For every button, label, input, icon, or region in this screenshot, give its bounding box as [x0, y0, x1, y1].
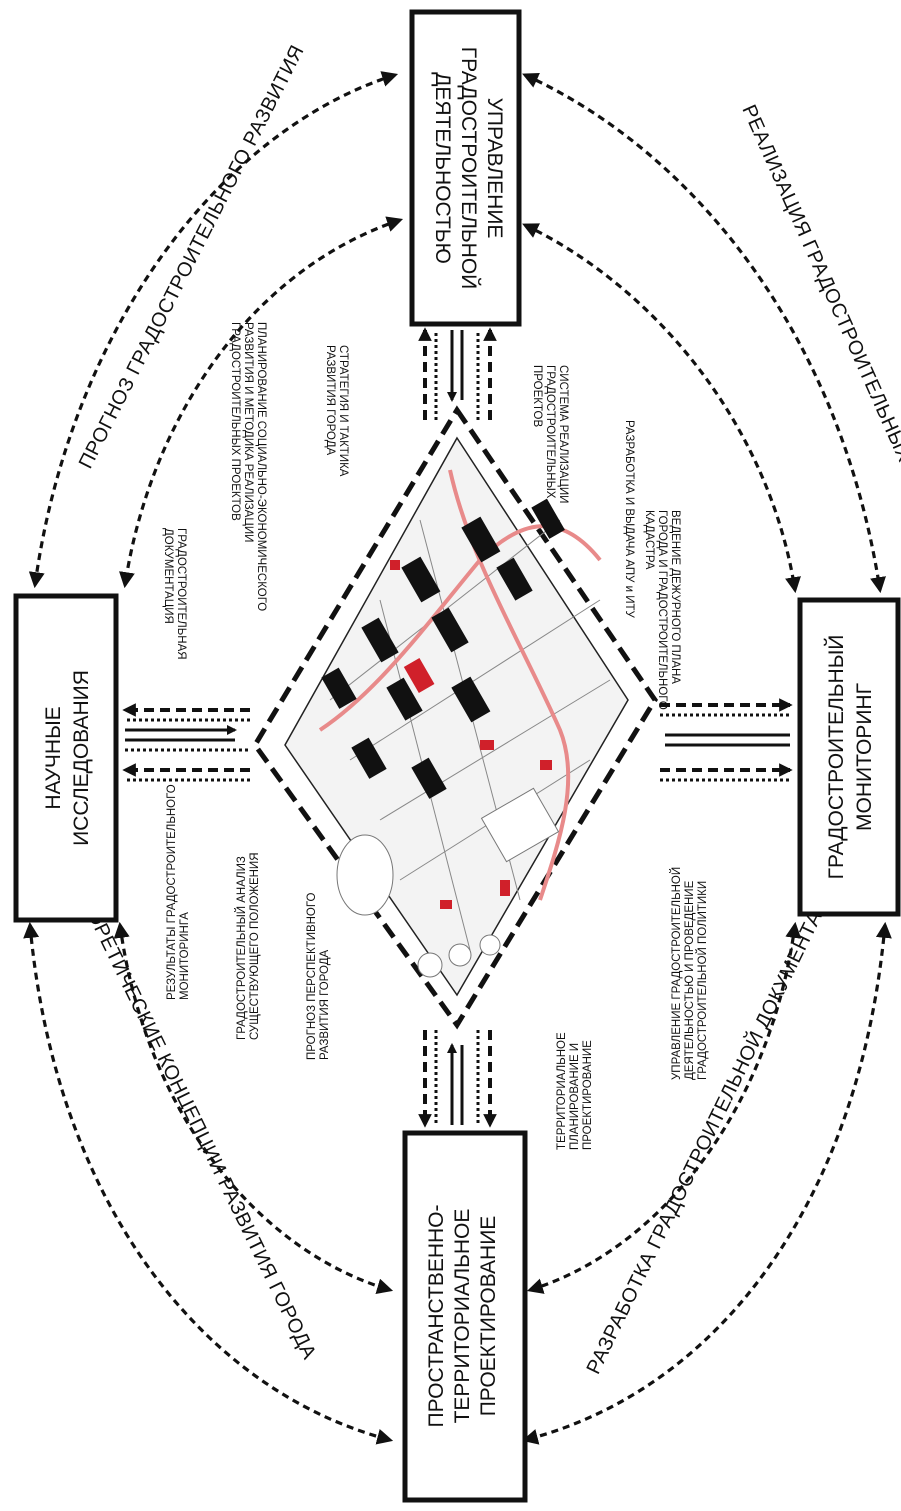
svg-text:ГРАДОСТРОИТЕЛЬНОЙ ПОЛИТИКИ: ГРАДОСТРОИТЕЛЬНОЙ ПОЛИТИКИ	[696, 881, 709, 1080]
svg-text:ГРАДОСТРОИТЕЛЬНЫЙ АНАЛИЗ: ГРАДОСТРОИТЕЛЬНЫЙ АНАЛИЗ	[235, 856, 248, 1040]
svg-text:ГРАДОСТРОИТЕЛЬНАЯ: ГРАДОСТРОИТЕЛЬНАЯ	[175, 528, 187, 660]
box-bottom-line3: ПРОЕКТИРОВАНИЕ	[477, 1216, 500, 1417]
arc-arrow-outer-top-left	[28, 71, 399, 589]
note-upravlenie-politika: УПРАВЛЕНИЕ ГРАДОСТРОИТЕЛЬНОЙ ДЕЯТЕЛЬНОСТ…	[670, 867, 709, 1080]
note-analiz: ГРАДОСТРОИТЕЛЬНЫЙ АНАЛИЗ СУЩЕСТВУЮЩЕГО П…	[235, 853, 261, 1041]
note-planirovanie: ПЛАНИРОВАНИЕ СОЦИАЛЬНО-ЭКОНОМИЧЕСКОГО РА…	[229, 322, 267, 611]
svg-text:СИСТЕМА РЕАЛИЗАЦИИ: СИСТЕМА РЕАЛИЗАЦИИ	[557, 365, 569, 503]
svg-text:УПРАВЛЕНИЕ ГРАДОСТРОИТЕЛЬНОЙ: УПРАВЛЕНИЕ ГРАДОСТРОИТЕЛЬНОЙ	[670, 867, 683, 1080]
arc-label-bottom-right: РАЗРАБОТКА ГРАДОСТРОИТЕЛЬНОЙ ДОКУМЕНТАЦИ…	[581, 866, 847, 1377]
svg-text:ГОРОДА И ГРАДОСТРОИТЕЛЬНОГО: ГОРОДА И ГРАДОСТРОИТЕЛЬНОГО	[656, 510, 668, 710]
note-dezhurniy-plan: ВЕДЕНИЕ ДЕЖУРНОГО ПЛАНА ГОРОДА И ГРАДОСТ…	[643, 510, 681, 710]
note-prognoz-perspektivnogo: ПРОГНОЗ ПЕРСПЕКТИВНОГО РАЗВИТИЯ ГОРОДА	[306, 893, 331, 1060]
svg-text:КАДАСТРА: КАДАСТРА	[643, 510, 655, 570]
svg-text:РАЗВИТИЯ ГОРОДА: РАЗВИТИЯ ГОРОДА	[324, 345, 336, 456]
box-top-line3: ДЕЯТЕЛЬНОСТЬЮ	[431, 72, 454, 264]
arc-arrow-inner-bottom-right	[526, 921, 802, 1294]
outer-cycle-arrows	[23, 71, 892, 1445]
arc-label-top-left: ПРОГНОЗ ГРАДОСТРОИТЕЛЬНОГО РАЗВИТИЯ	[75, 42, 309, 473]
svg-text:СУЩЕСТВУЮЩЕГО ПОЛОЖЕНИЯ: СУЩЕСТВУЮЩЕГО ПОЛОЖЕНИЯ	[249, 853, 261, 1041]
notes: ГРАДОСТРОИТЕЛЬНАЯ ДОКУМЕНТАЦИЯ ПЛАНИРОВА…	[162, 322, 709, 1150]
svg-text:ПРОГНОЗ ПЕРСПЕКТИВНОГО: ПРОГНОЗ ПЕРСПЕКТИВНОГО	[306, 893, 318, 1060]
svg-text:ГРАДОСТРОИТЕЛЬНЫХ: ГРАДОСТРОИТЕЛЬНЫХ	[544, 365, 556, 499]
box-bottom: ПРОСТРАНСТВЕННО- ТЕРРИТОРИАЛЬНОЕ ПРОЕКТИ…	[402, 1130, 528, 1503]
map-buildings	[321, 498, 565, 978]
svg-text:ВЕДЕНИЕ ДЕЖУРНОГО ПЛАНА: ВЕДЕНИЕ ДЕЖУРНОГО ПЛАНА	[669, 510, 681, 684]
box-left-line2: ИССЛЕДОВАНИЯ	[70, 670, 93, 846]
arc-arrow-inner-top-right	[522, 223, 801, 594]
arc-arrow-outer-top-right	[522, 73, 886, 594]
connector-arrows	[122, 327, 793, 1128]
svg-text:ПЛАНИРОВАНИЕ И: ПЛАНИРОВАНИЕ И	[569, 1043, 581, 1150]
svg-text:ГРАДОСТРОИТЕЛЬНЫХ ПРОЕКТОВ: ГРАДОСТРОИТЕЛЬНЫХ ПРОЕКТОВ	[229, 322, 241, 521]
map-diamond-frame	[252, 405, 658, 1030]
svg-text:МОНИТОРИНГА: МОНИТОРИНГА	[179, 912, 191, 1000]
arc-arrow-inner-top-left	[119, 216, 404, 589]
svg-text:СТРАТЕГИЯ И ТАКТИКА: СТРАТЕГИЯ И ТАКТИКА	[337, 345, 349, 477]
box-right: ГРАДОСТРОИТЕЛЬНЫЙ МОНИТОРИНГ	[797, 597, 901, 917]
central-city-map	[252, 405, 658, 1030]
svg-text:ПЛАНИРОВАНИЕ СОЦИАЛЬНО-ЭКОНОМИ: ПЛАНИРОВАНИЕ СОЦИАЛЬНО-ЭКОНОМИЧЕСКОГО	[255, 322, 267, 611]
note-territorialnoe-planirovanie: ТЕРРИТОРИАЛЬНОЕ ПЛАНИРОВАНИЕ И ПРОЕКТИРО…	[556, 1032, 594, 1150]
note-gradostroitelnaya-dokumentaciya: ГРАДОСТРОИТЕЛЬНАЯ ДОКУМЕНТАЦИЯ	[162, 528, 187, 660]
svg-text:РАЗВИТИЯ И МЕТОДИКА РЕАЛИЗАЦИИ: РАЗВИТИЯ И МЕТОДИКА РЕАЛИЗАЦИИ	[242, 322, 254, 542]
arc-arrow-outer-bottom-left	[23, 921, 394, 1445]
svg-text:ДЕЯТЕЛЬНОСТЬЮ И ПРОВЕДЕНИЕ: ДЕЯТЕЛЬНОСТЬЮ И ПРОВЕДЕНИЕ	[684, 880, 696, 1080]
box-top-line1: УПРАВЛЕНИЕ	[483, 98, 506, 239]
svg-text:ДОКУМЕНТАЦИЯ: ДОКУМЕНТАЦИЯ	[162, 528, 174, 624]
box-bottom-line2: ТЕРРИТОРИАЛЬНОЕ	[451, 1209, 474, 1424]
note-rezultaty-monitoringa: РЕЗУЛЬТАТЫ ГРАДОСТРОИТЕЛЬНОГО МОНИТОРИНГ…	[166, 784, 191, 1000]
svg-text:ПРОЕКТИРОВАНИЕ: ПРОЕКТИРОВАНИЕ	[582, 1040, 594, 1150]
note-strategiya: СТРАТЕГИЯ И ТАКТИКА РАЗВИТИЯ ГОРОДА	[324, 345, 349, 477]
box-left: НАУЧНЫЕ ИССЛЕДОВАНИЯ	[13, 593, 119, 923]
note-sistema-realizacii: СИСТЕМА РЕАЛИЗАЦИИ ГРАДОСТРОИТЕЛЬНЫХ ПРО…	[531, 365, 569, 503]
box-right-line2: МОНИТОРИНГ	[853, 683, 876, 831]
box-top-line2: ГРАДОСТРОИТЕЛЬНОЙ	[457, 47, 481, 290]
box-bottom-line1: ПРОСТРАНСТВЕННО-	[425, 1204, 448, 1427]
note-apu-itu: РАЗРАБОТКА И ВЫДАЧА АПУ и ИТУ	[623, 420, 635, 619]
svg-text:РАЗРАБОТКА И ВЫДАЧА АПУ и ИТУ: РАЗРАБОТКА И ВЫДАЧА АПУ и ИТУ	[623, 420, 635, 619]
svg-text:ТЕРРИТОРИАЛЬНОЕ: ТЕРРИТОРИАЛЬНОЕ	[556, 1032, 568, 1150]
svg-text:РЕЗУЛЬТАТЫ ГРАДОСТРОИТЕЛЬНОГО: РЕЗУЛЬТАТЫ ГРАДОСТРОИТЕЛЬНОГО	[166, 784, 178, 1000]
arc-label-bottom-left: ТЕОРЕТИЧЕСКИЕ КОНЦЕПЦИИ РАЗВИТИЯ ГОРОДА	[71, 882, 321, 1363]
arc-label-top-right: РЕАЛИЗАЦИЯ ГРАДОСТРОИТЕЛЬНЫХ ПРОЕКТОВ	[737, 102, 901, 574]
box-right-line1: ГРАДОСТРОИТЕЛЬНЫЙ	[824, 635, 848, 880]
box-top: УПРАВЛЕНИЕ ГРАДОСТРОИТЕЛЬНОЙ ДЕЯТЕЛЬНОСТ…	[409, 9, 522, 327]
arc-arrow-inner-bottom-left	[113, 921, 394, 1295]
svg-text:ПРОЕКТОВ: ПРОЕКТОВ	[531, 365, 543, 427]
svg-text:РАЗВИТИЯ ГОРОДА: РАЗВИТИЯ ГОРОДА	[319, 949, 331, 1060]
box-left-line1: НАУЧНЫЕ	[42, 706, 65, 809]
